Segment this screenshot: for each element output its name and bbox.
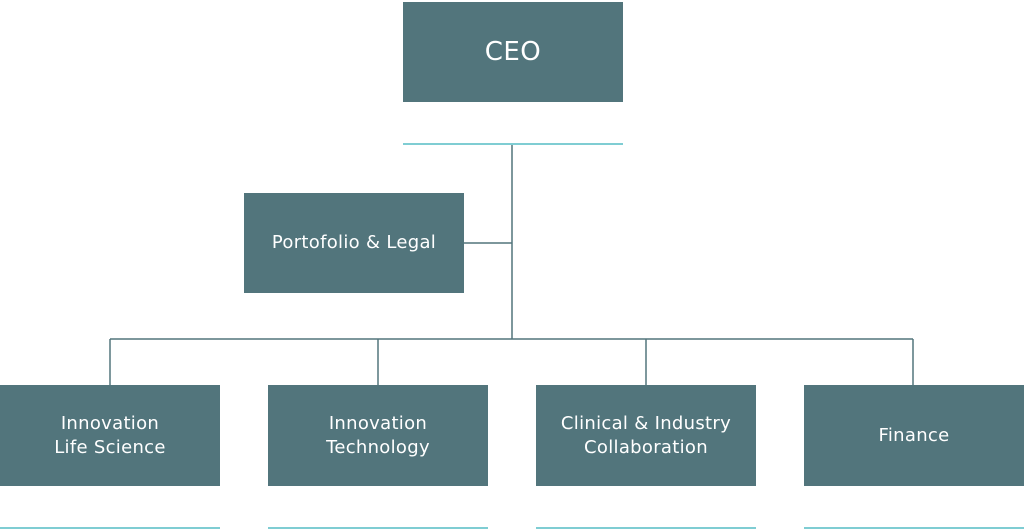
node-innovation-life-science-label: Innovation Life Science xyxy=(54,412,166,458)
dept-accent-line-3 xyxy=(536,527,756,529)
ceo-accent-line xyxy=(403,143,623,145)
node-ceo: CEO xyxy=(403,2,623,102)
node-innovation-life-science: Innovation Life Science xyxy=(0,385,220,486)
node-finance-label: Finance xyxy=(878,424,950,446)
node-clinical-industry-collaboration-label: Clinical & Industry Collaboration xyxy=(560,412,732,458)
node-innovation-technology: Innovation Technology xyxy=(268,385,488,486)
dept-accent-line-4 xyxy=(804,527,1024,529)
node-ceo-label: CEO xyxy=(484,37,542,67)
node-finance: Finance xyxy=(804,385,1024,486)
node-portfolio-legal: Portofolio & Legal xyxy=(244,193,464,293)
node-portfolio-legal-label: Portofolio & Legal xyxy=(271,232,437,253)
dept-accent-line-1 xyxy=(0,527,220,529)
node-clinical-industry-collaboration: Clinical & Industry Collaboration xyxy=(536,385,756,486)
node-innovation-technology-label: Innovation Technology xyxy=(326,412,430,458)
dept-accent-line-2 xyxy=(268,527,488,529)
